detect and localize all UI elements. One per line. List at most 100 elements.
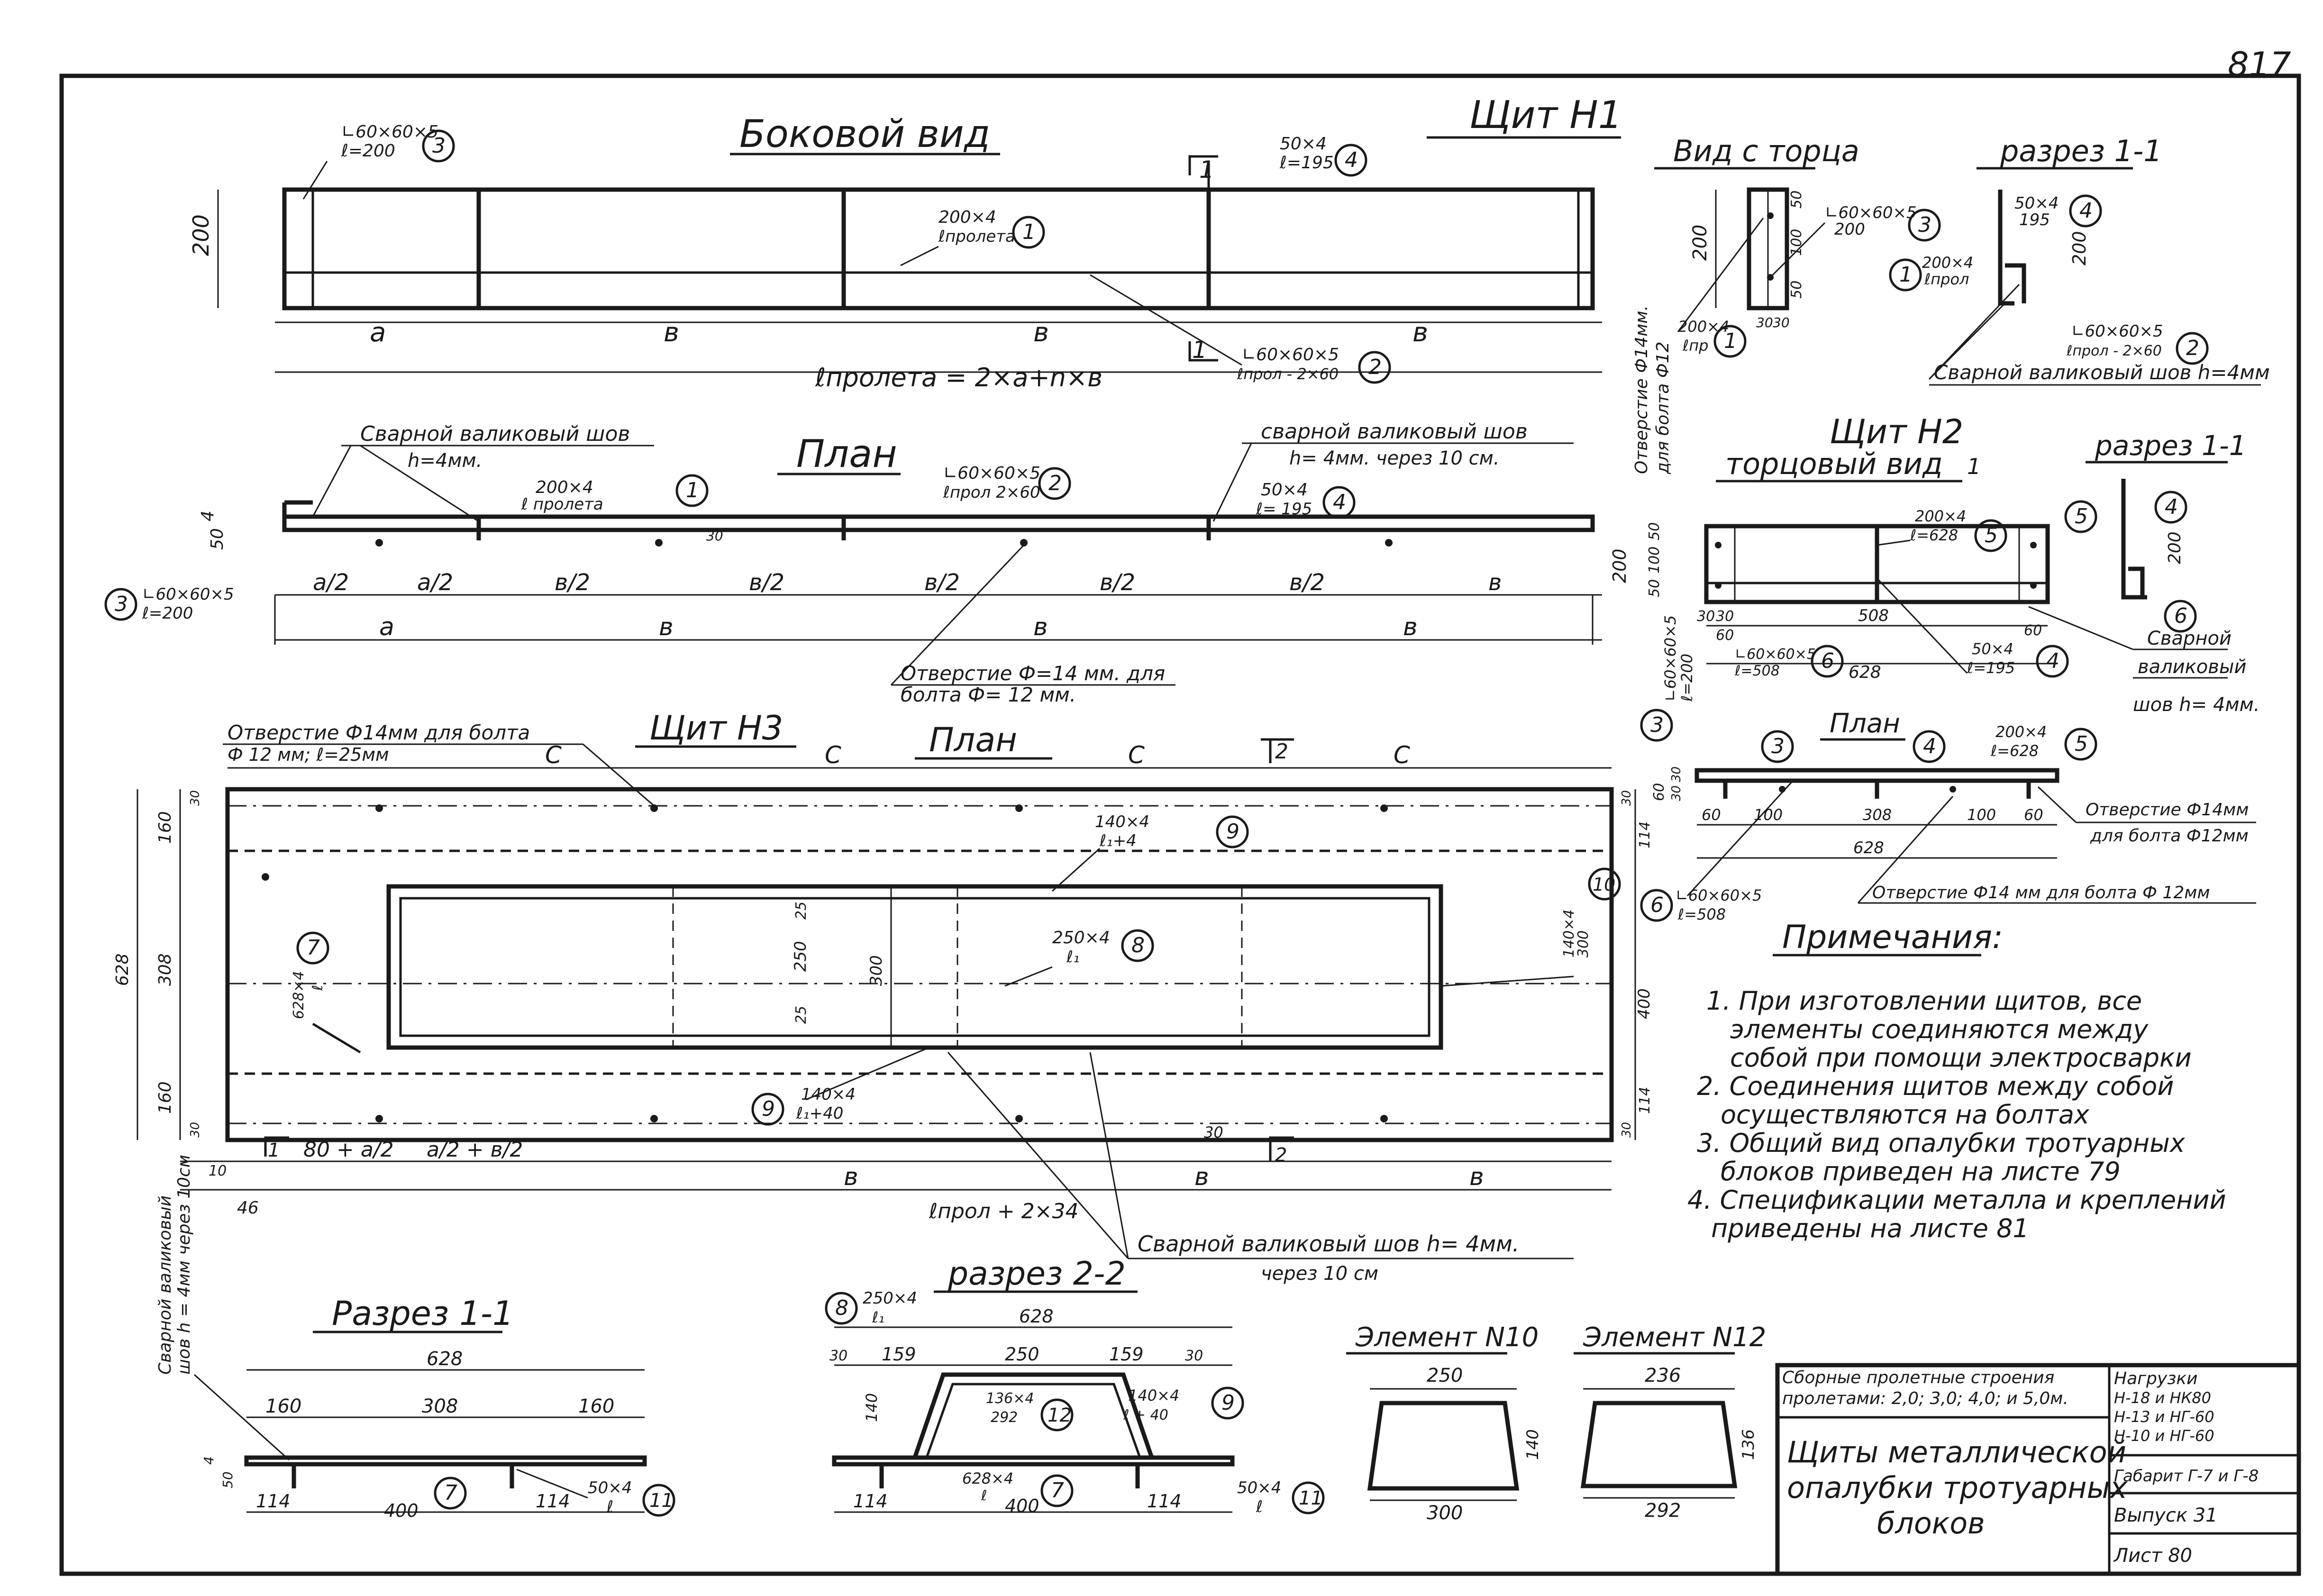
callout-4-side [1334,144,1367,177]
h3-plate9: 140×4 [1095,812,1149,831]
svg-text:2: 2 [1368,355,1382,379]
el10-height: 140 [1523,1429,1542,1460]
note-1: элементы соединяются между [1730,1014,2149,1044]
plan1-half-6: в/2 [1289,569,1325,596]
h3-plate7: 628×4 [291,971,307,1019]
h3-bot-0: 80 + а/2 [303,1138,394,1162]
side-angle2: ∟60×60×5 [1242,345,1339,365]
h3-plate9b-len: ℓ₁+40 [796,1104,843,1123]
plan1-angle3: ∟60×60×5 [142,585,234,604]
end-dim-30a: 30 [1756,315,1773,330]
svg-text:1: 1 [686,478,699,502]
h3-plate8: 250×4 [1052,928,1110,948]
h3-left-160a: 160 [155,811,175,844]
element-10: Элемент N10 250 300 140 [1346,1322,1542,1524]
h2-plate5: 200×4 [1915,507,1966,525]
sh1-angle2-len: ℓпрол - 2×60 [2066,343,2162,359]
sh1-weld: Сварной валиковый шов h=4мм [1934,361,2270,384]
page-mark: 817 [2228,45,2291,84]
plan1-half-0: а/2 [313,569,349,596]
side-dim-a: а [370,317,386,348]
h2-d30b: 30 [1716,608,1734,625]
plan1-angle2: ∟60×60×5 [943,464,1040,483]
s22-height: 140 [863,1393,881,1422]
end-hole: Отверстие Ф14мм. [1632,305,1651,474]
tb-description: Сборные пролетные строения пролетами: 2,… [1782,1368,2068,1408]
end-view: Вид с торца 200 50 100 50 30 30 ∟60×60×5… [1632,134,1941,474]
note-3: 2. Соединения щитов между собой [1697,1071,2174,1101]
side-view: Боковой вид Щит Н1 1 1 200 а в в в ℓпрол… [188,93,1622,392]
callout-4-plan [1322,486,1356,519]
s22-plate7: 628×4 [962,1469,1013,1487]
tb-load-2: Н-13 и НГ-60 [2114,1408,2214,1426]
span-formula: ℓпролета = 2×а+n×в [815,363,1102,392]
callout-2-plan [1038,467,1071,500]
callout-12-s22 [1040,1398,1074,1432]
plan1-strip [282,514,1595,532]
h2-plate5-len: ℓ=628 [1910,526,1958,544]
h2-section-mark: 1 [1967,454,1981,479]
s11-628: 628 [427,1348,463,1370]
tb-gabarit: Габарит Г-7 и Г-8 [2114,1467,2259,1486]
callout-4-sh1 [2069,194,2102,228]
el10-shape [1367,1401,1520,1491]
plan1-full-2: в [1033,613,1048,641]
svg-text:3: 3 [1650,713,1664,737]
s22-title: разрез 2-2 [947,1255,1126,1293]
h3-dim-c2: С [1128,741,1145,769]
s22-plate7-len: ℓ [981,1487,987,1504]
ph2-v30b: 30 [1669,766,1684,782]
h2-section-h: 200 [2165,531,2185,564]
s11-v50: 50 [220,1471,236,1488]
svg-text:11: 11 [1299,1487,1323,1509]
shield-h3: Щит Н3 План Отверстие Ф14мм для болта Ф … [113,709,1654,1461]
end-plate1: 200×4 [1678,318,1729,336]
h2-angle3-len: ℓ=200 [1678,654,1696,702]
plan1-plate1: 200×4 [536,478,593,497]
h3-d10: 10 [209,1163,227,1179]
s22-plate8: 250×4 [863,1289,917,1308]
svg-text:3: 3 [115,592,128,616]
h2-dim-50a: 50 [1646,522,1663,540]
h3-hole-note: Отверстие Ф14мм для болта [228,721,530,744]
svg-text:9: 9 [1221,1391,1235,1415]
shield-h2: Щит Н2 торцовый вид 1 200 50 100 50 200×… [1609,412,2259,742]
s22-628: 628 [1019,1306,1054,1327]
section-h1: разрез 1-1 50×4 195 4 1 200×4 ℓпрол 200 … [1889,134,2270,386]
h3-weld: Сварной валиковый шов h= 4мм. [1138,1231,1519,1257]
ph2-d628: 628 [1853,839,1884,857]
s11-308: 308 [422,1395,458,1417]
svg-text:4: 4 [2165,495,2178,519]
h2-angle6: ∟60×60×5 [1735,646,1816,663]
callout-7-s22 [1040,1474,1074,1507]
h3-weld-left2: шов h = 4мм через 10см [174,1155,194,1375]
h2-d628: 628 [1849,663,1881,682]
svg-text:1: 1 [1022,220,1036,244]
tb-load-1: Н-18 и НК80 [2114,1389,2211,1407]
callout-4-h2s [2154,491,2187,524]
h3-d30: 30 [1204,1123,1223,1141]
ph2-plate5-len: ℓ=628 [1990,742,2039,760]
plan1-half-4: в/2 [924,569,960,596]
callout-5-h2 [1974,519,2007,552]
sh1-rib4-len: 195 [2019,210,2050,229]
svg-text:3: 3 [1918,213,1931,237]
s22-plate9: 140×4 [1128,1386,1179,1404]
plan1-h2: 50 [208,528,227,550]
h3-left-308: 308 [155,953,175,986]
s22-plate12-len: 292 [991,1409,1018,1426]
tb-issue: Выпуск 31 [2114,1505,2218,1526]
note-0: 1. При изготовлении щитов, все [1706,986,2142,1016]
el12-height: 136 [1739,1429,1758,1460]
h3-right-400: 400 [1635,988,1654,1019]
ph2-angle6: ∟60×60×5 [1676,886,1762,904]
svg-text:2: 2 [1048,471,1062,495]
ph2-plate5: 200×4 [1995,723,2047,741]
section-22: разрез 2-2 8 250×4 ℓ₁ 628 30 159 250 159… [825,1255,1325,1516]
h3-dim-c1: С [825,741,841,769]
h2-title: Щит Н2 [1830,412,1963,451]
ph2-angle6-len: ℓ=508 [1677,905,1726,923]
notes-title: Примечания: [1782,919,2003,956]
h2-rib4: 50×4 [1972,640,2013,658]
